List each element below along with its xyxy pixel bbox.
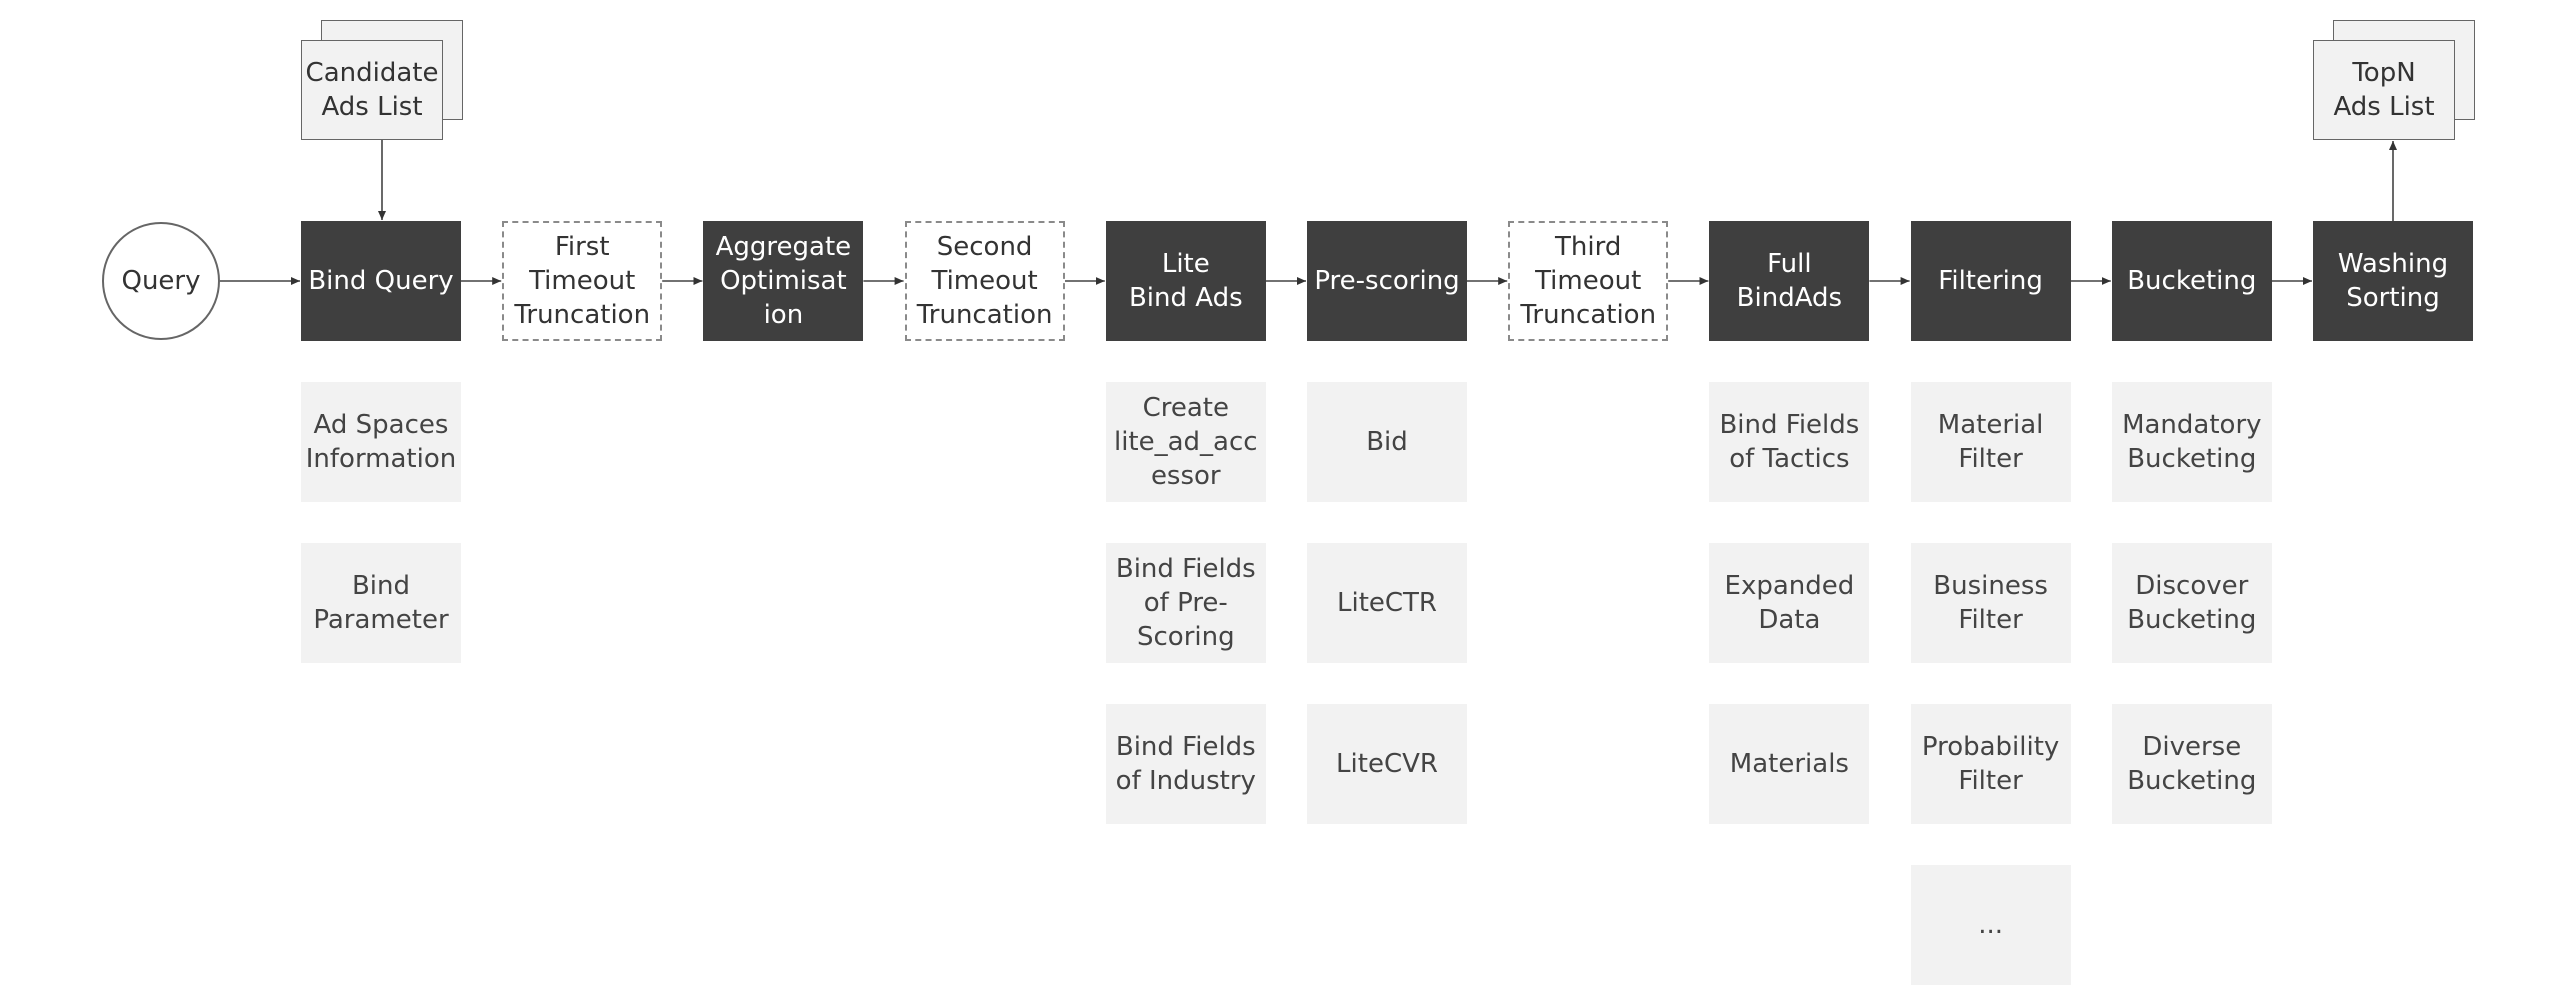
detail-bind-query-ad-spaces-information: Ad Spaces Information xyxy=(301,382,461,502)
detail-bucketing-diverse-bucketing: Diverse Bucketing xyxy=(2111,704,2272,824)
stage-pre-scoring: Pre-scoring xyxy=(1307,221,1467,341)
detail-pre-scoring-litectr: LiteCTR xyxy=(1307,543,1467,663)
detail-full-bindads-materials: Materials xyxy=(1709,704,1870,824)
stage-first-timeout-truncation: First Timeout Truncation xyxy=(502,221,663,341)
detail-full-bindads-expanded-data: Expanded Data xyxy=(1709,543,1870,663)
topn-ads-list: TopN Ads List xyxy=(2313,40,2455,140)
detail-bind-query-bind-parameter: Bind Parameter xyxy=(301,543,461,663)
stage-third-timeout-truncation: Third Timeout Truncation xyxy=(1508,221,1669,341)
detail-lite-bind-ads-bind-fields-of-industry: Bind Fields of Industry xyxy=(1105,704,1266,824)
detail-lite-bind-ads-bind-fields-of-pre-scoring: Bind Fields of Pre- Scoring xyxy=(1105,543,1266,663)
detail-lite-bind-ads-create-lite-ad-acc-essor: Create lite_ad_acc essor xyxy=(1105,382,1266,502)
stage-bind-query: Bind Query xyxy=(301,221,461,341)
detail-filtering-material-filter: Material Filter xyxy=(1910,382,2071,502)
detail-filtering-more: ... xyxy=(1910,865,2071,985)
stage-aggregate-optimisat-ion: Aggregate Optimisat ion xyxy=(703,221,864,341)
detail-pre-scoring-bid: Bid xyxy=(1307,382,1467,502)
detail-bucketing-discover-bucketing: Discover Bucketing xyxy=(2111,543,2272,663)
stage-second-timeout-truncation: Second Timeout Truncation xyxy=(904,221,1065,341)
query-node: Query xyxy=(102,222,220,340)
stage-filtering: Filtering xyxy=(1910,221,2071,341)
stage-washing-sorting: Washing Sorting xyxy=(2313,221,2473,341)
stage-lite-bind-ads: Lite Bind Ads xyxy=(1105,221,1266,341)
candidate-ads-list: Candidate Ads List xyxy=(301,40,443,140)
detail-pre-scoring-litecvr: LiteCVR xyxy=(1307,704,1467,824)
detail-bucketing-mandatory-bucketing: Mandatory Bucketing xyxy=(2111,382,2272,502)
stage-bucketing: Bucketing xyxy=(2111,221,2272,341)
detail-full-bindads-bind-fields-of-tactics: Bind Fields of Tactics xyxy=(1709,382,1870,502)
detail-filtering-business-filter: Business Filter xyxy=(1910,543,2071,663)
stage-full-bindads: Full BindAds xyxy=(1709,221,1870,341)
detail-filtering-probability-filter: Probability Filter xyxy=(1910,704,2071,824)
